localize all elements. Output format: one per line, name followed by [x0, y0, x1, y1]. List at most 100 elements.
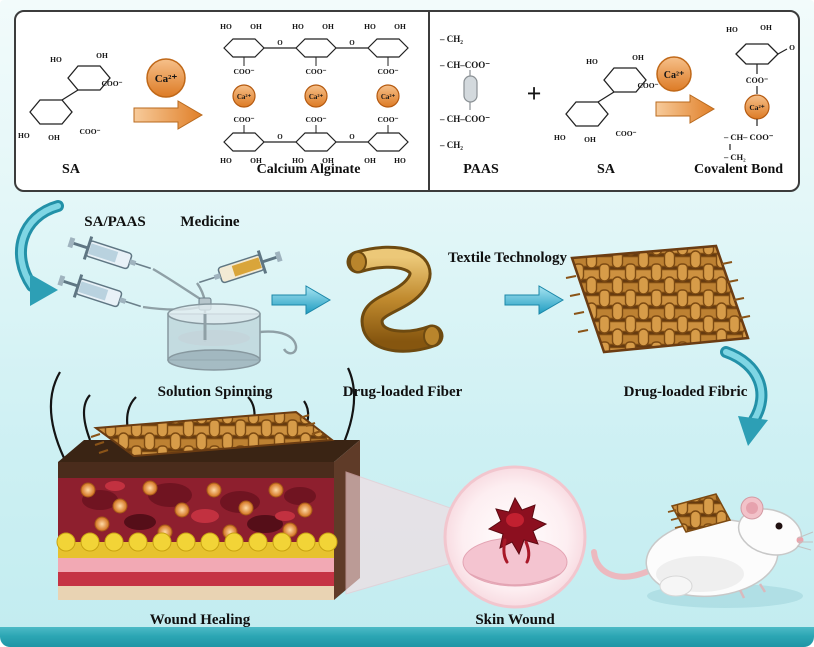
- label-sa-right: SA: [597, 162, 615, 177]
- chem-label: OH: [250, 156, 262, 164]
- chem-label: OH: [760, 23, 772, 32]
- chem-label: COO⁻: [746, 76, 768, 85]
- ca-ion-badge: Ca²⁺: [146, 58, 186, 98]
- chem-label: OH: [584, 135, 596, 144]
- syringe-icon: [67, 236, 152, 270]
- chem-label: OH: [632, 53, 644, 62]
- paas-structure: – CH₂ – CH–COO⁻ – CH–COO⁻ – CH₂: [439, 34, 490, 150]
- fabric-graphic: [565, 244, 751, 354]
- ca-ion-text: Ca²⁺: [155, 73, 178, 85]
- plus-sign: +: [527, 79, 542, 108]
- chem-label: O: [277, 39, 283, 47]
- syringe-icon: [57, 274, 142, 308]
- chem-label: HO: [292, 156, 304, 164]
- chem-label: OH: [394, 22, 406, 31]
- chem-label: O: [349, 133, 355, 141]
- chem-label: COO⁻: [305, 115, 326, 124]
- chem-label: – CH– COO⁻: [723, 132, 774, 142]
- capsule-icon: [463, 75, 478, 103]
- chem-label: HO: [554, 133, 566, 142]
- mouse-patch-graphic: [667, 493, 732, 533]
- chem-label: HO: [220, 156, 232, 164]
- label-sa-paas: SA/PAAS: [84, 214, 146, 230]
- label-textile-technology: Textile Technology: [447, 250, 568, 266]
- label-calcium-alginate: Calcium Alginate: [256, 162, 361, 177]
- drug-spheres: [80, 480, 313, 540]
- chem-label: COO⁻: [305, 67, 326, 76]
- zoom-circle: [443, 465, 587, 609]
- label-solution-spinning: Solution Spinning: [157, 384, 273, 400]
- ca-ion-badge: Ca²⁺: [656, 56, 692, 92]
- chem-label: OH: [364, 156, 376, 164]
- chem-label: – CH₂: [439, 140, 463, 150]
- covalent-bond-structure: HO OH O COO⁻ Ca²⁺ – CH– COO⁻ – CH₂: [723, 23, 795, 162]
- chem-label: O: [789, 43, 795, 52]
- chem-label: COO⁻: [615, 129, 636, 138]
- chem-label: COO⁻: [233, 67, 254, 76]
- chem-label: COO⁻: [377, 67, 398, 76]
- ca-ion-badge: Ca²⁺: [744, 94, 770, 120]
- label-drug-loaded-fabric: Drug-loaded Fibric: [623, 384, 748, 400]
- process-graphics: [15, 200, 814, 609]
- chem-label: – CH–COO⁻: [439, 60, 490, 70]
- panel-divider: [428, 12, 430, 190]
- ca-ion-badge: Ca²⁺: [304, 84, 328, 108]
- chem-label: OH: [96, 51, 108, 60]
- calcium-alginate-scheme: HO OH COO⁻ HO OH COO⁻ Ca²⁺ HO OH HO OH H…: [18, 22, 409, 164]
- chem-label: HO: [394, 156, 406, 164]
- chem-label: – CH₂: [439, 34, 463, 44]
- mouse-eye: [775, 522, 783, 530]
- beaker-icon: [167, 303, 298, 371]
- ca-ion-text: Ca²⁺: [381, 93, 396, 101]
- skin-cross-section: [49, 367, 360, 600]
- ca-ion-text: Ca²⁺: [749, 103, 764, 112]
- ca-ion-text: Ca²⁺: [664, 70, 685, 81]
- chem-label: HO: [726, 25, 738, 34]
- label-covalent-bond: Covalent Bond: [693, 162, 784, 177]
- chem-label: O: [349, 39, 355, 47]
- label-paas: PAAS: [463, 162, 499, 177]
- chem-label: OH: [322, 22, 334, 31]
- label-medicine: Medicine: [180, 214, 240, 230]
- chemistry-panel: HO OH COO⁻ HO OH COO⁻ Ca²⁺ HO OH HO OH H…: [14, 10, 800, 192]
- chem-label: COO⁻: [377, 115, 398, 124]
- curved-arrow-icon: [15, 200, 64, 306]
- chem-label: HO: [220, 22, 232, 31]
- fat-layer: [56, 532, 338, 552]
- mouse-tail: [591, 549, 658, 580]
- chem-label: COO⁻: [637, 81, 658, 90]
- chem-label: COO⁻: [233, 115, 254, 124]
- mouse-whiskers: [796, 531, 814, 551]
- mouse-graphic: [591, 493, 814, 608]
- footer-bar: [0, 627, 814, 647]
- ca-ion-badge: Ca²⁺: [232, 84, 256, 108]
- chem-label: OH: [322, 156, 334, 164]
- chem-label: OH: [48, 133, 60, 142]
- calcium-alginate-structure: HO OH HO OH HO OH O O COO⁻ COO⁻ COO⁻: [220, 22, 409, 164]
- chem-label: – CH₂: [723, 152, 746, 162]
- covalent-bond-scheme: – CH₂ – CH–COO⁻ – CH–COO⁻ – CH₂ + HO OH …: [439, 23, 795, 162]
- label-wound-healing: Wound Healing: [149, 612, 251, 628]
- mouse-paws: [738, 583, 767, 599]
- outlet-tube: [259, 330, 298, 355]
- chem-label: HO: [50, 55, 62, 64]
- curved-arrow-icon: [720, 346, 768, 446]
- chem-label: OH: [250, 22, 262, 31]
- label-skin-wound: Skin Wound: [475, 612, 555, 628]
- medicine-syringe-icon: [198, 250, 283, 284]
- label-drug-loaded-fiber: Drug-loaded Fiber: [342, 384, 463, 400]
- wound-tissue: [82, 481, 316, 533]
- ca-ion-badge: Ca²⁺: [376, 84, 400, 108]
- reaction-arrow-icon: [655, 94, 715, 124]
- fabric-sheet-graphic: [90, 410, 335, 458]
- ca-ion-text: Ca²⁺: [237, 93, 252, 101]
- chem-label: HO: [18, 131, 30, 140]
- chem-label: COO⁻: [101, 79, 122, 88]
- ca-ion-text: Ca²⁺: [309, 93, 324, 101]
- chem-label: COO⁻: [79, 127, 100, 136]
- label-sa-left: SA: [62, 162, 80, 177]
- chem-label: – CH–COO⁻: [439, 114, 490, 124]
- chem-label: O: [277, 133, 283, 141]
- chem-label: HO: [292, 22, 304, 31]
